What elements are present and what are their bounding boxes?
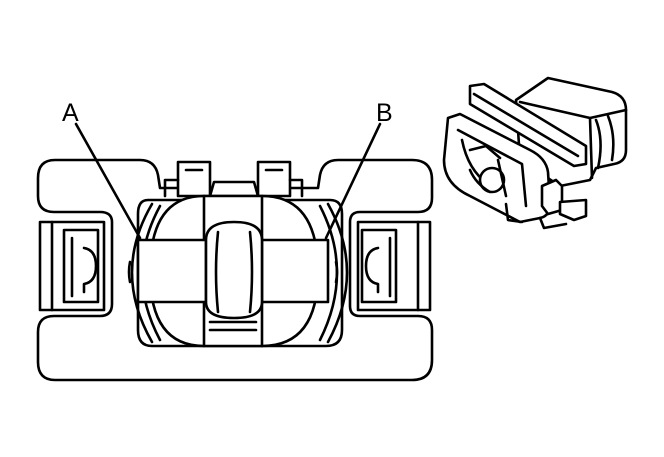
center-bore bbox=[204, 220, 264, 320]
top-latch-right bbox=[256, 160, 292, 198]
terminal-a bbox=[136, 238, 208, 304]
callout-b: B bbox=[324, 99, 393, 240]
top-latch-center bbox=[208, 180, 260, 198]
top-latch bbox=[163, 160, 304, 198]
side-tab-right bbox=[356, 220, 432, 312]
guide-curve-left-outer bbox=[130, 202, 154, 344]
connector-iso-view bbox=[442, 76, 628, 230]
terminal-b bbox=[260, 238, 330, 304]
leader-line-a bbox=[74, 122, 142, 240]
side-tab-left bbox=[38, 220, 106, 312]
connector-face-view bbox=[36, 158, 434, 382]
leader-line-b bbox=[324, 122, 382, 240]
label-b: B bbox=[376, 99, 393, 127]
callout-a: A bbox=[62, 99, 142, 240]
label-a: A bbox=[62, 99, 79, 127]
iso-terminal-cavity bbox=[478, 166, 506, 194]
top-latch-left bbox=[176, 160, 212, 198]
iso-bottom-tab bbox=[558, 198, 588, 222]
